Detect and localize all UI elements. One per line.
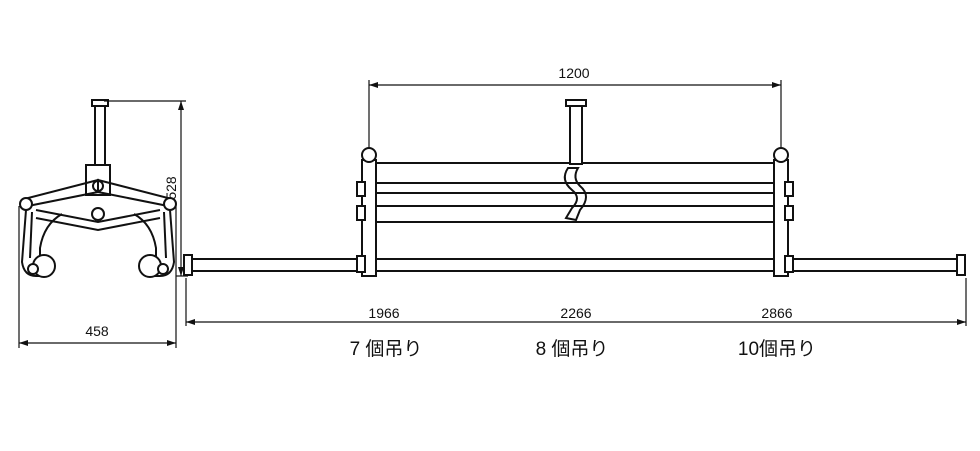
front-view-beam — [183, 99, 966, 277]
caption-8-units: 8 個吊り — [536, 338, 609, 360]
height-label: 528 — [163, 176, 179, 200]
side-view-clamp — [19, 99, 177, 278]
caption-7-units: 7 個吊り — [350, 338, 423, 360]
length-dimension: 1966 2266 2866 — [185, 278, 967, 326]
caption-10-units: 10個吊り — [738, 338, 816, 360]
top-span-dimension: 1200 — [368, 65, 782, 148]
width-dimension: 458 — [18, 206, 177, 348]
length-8-label: 2266 — [560, 305, 591, 321]
length-7-label: 1966 — [368, 305, 399, 321]
height-dimension: 528 — [104, 100, 188, 277]
top-span-label: 1200 — [558, 65, 589, 81]
width-label: 458 — [85, 323, 109, 339]
length-10-label: 2866 — [761, 305, 792, 321]
